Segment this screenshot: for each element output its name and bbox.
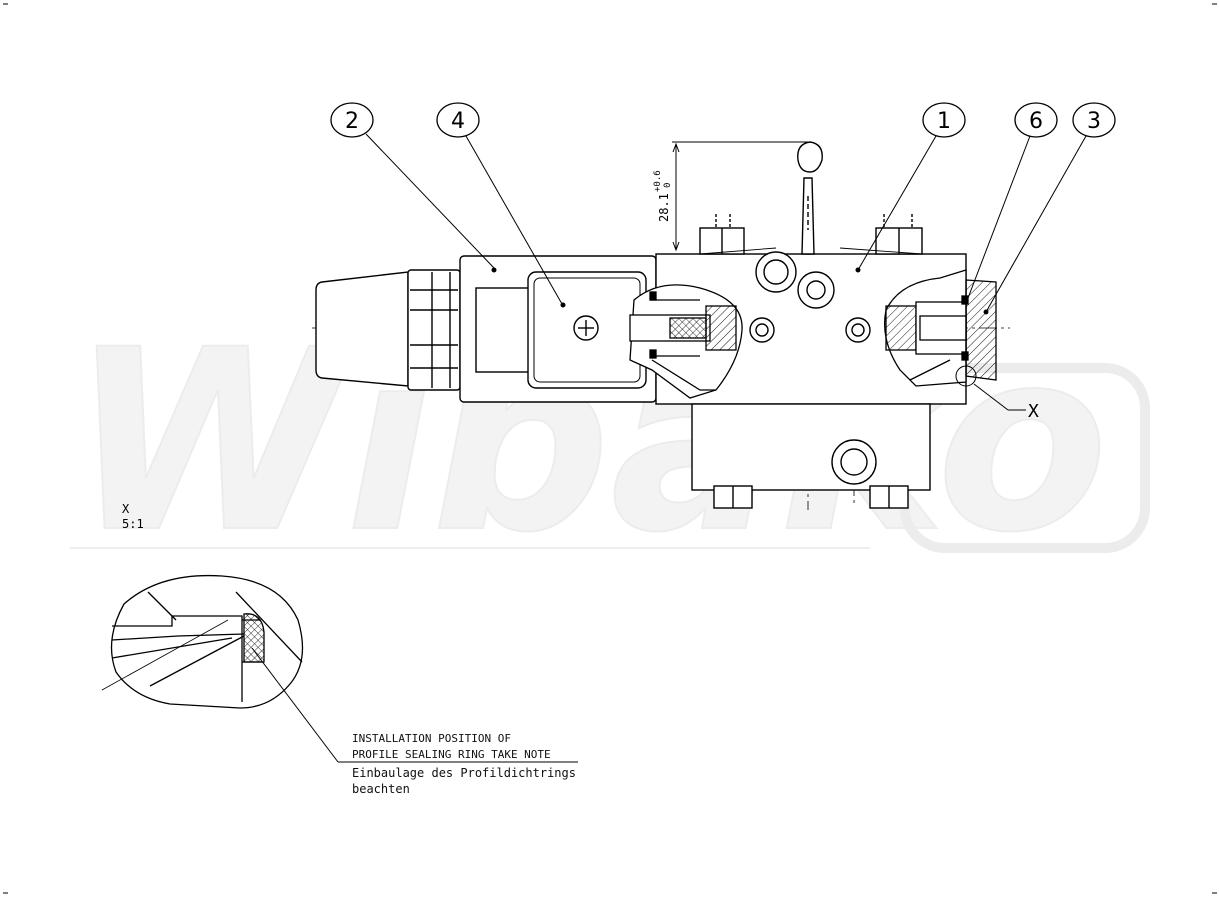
balloon-1: 1 (857, 102, 966, 271)
manual-override-lever (797, 141, 823, 255)
svg-text:1: 1 (937, 109, 951, 134)
note-leader (251, 647, 578, 763)
solenoid-connector (315, 269, 461, 391)
valve-ports (749, 251, 877, 485)
balloon-3: 3 (985, 102, 1116, 313)
svg-text:3: 3 (1087, 109, 1101, 134)
balloon-4: 4 (436, 102, 563, 305)
detail-x-marker (955, 365, 1026, 411)
dimension-tolerance-lower: 0 (663, 183, 673, 188)
balloon-6: 6 (967, 102, 1058, 299)
note-en-line2: PROFILE SEALING RING TAKE NOTE (352, 748, 551, 761)
solenoid-coil (459, 255, 657, 403)
right-sectional-cutaway (883, 269, 997, 387)
svg-text:2: 2 (345, 109, 359, 134)
note-de-line1: Einbaulage des Profildichtrings (352, 766, 576, 780)
svg-text:6: 6 (1029, 109, 1043, 134)
detail-view-x (101, 574, 304, 709)
detail-view-scale: 5:1 (122, 517, 144, 531)
note-en-line1: INSTALLATION POSITION OF (352, 732, 511, 745)
dimension-tolerance-upper: +0.6 (653, 170, 663, 192)
note-de-line2: beachten (352, 782, 410, 796)
detail-x-label: X (1028, 401, 1039, 422)
sheet-corner-marks (3, 3, 1217, 894)
balloon-2: 2 (330, 102, 495, 269)
detail-view-name: X (122, 502, 130, 516)
dimension-28-1 (672, 141, 808, 252)
left-sectional-cutaway (629, 284, 743, 399)
dimension-value: 28.1 (657, 193, 671, 222)
svg-text:4: 4 (451, 109, 465, 134)
